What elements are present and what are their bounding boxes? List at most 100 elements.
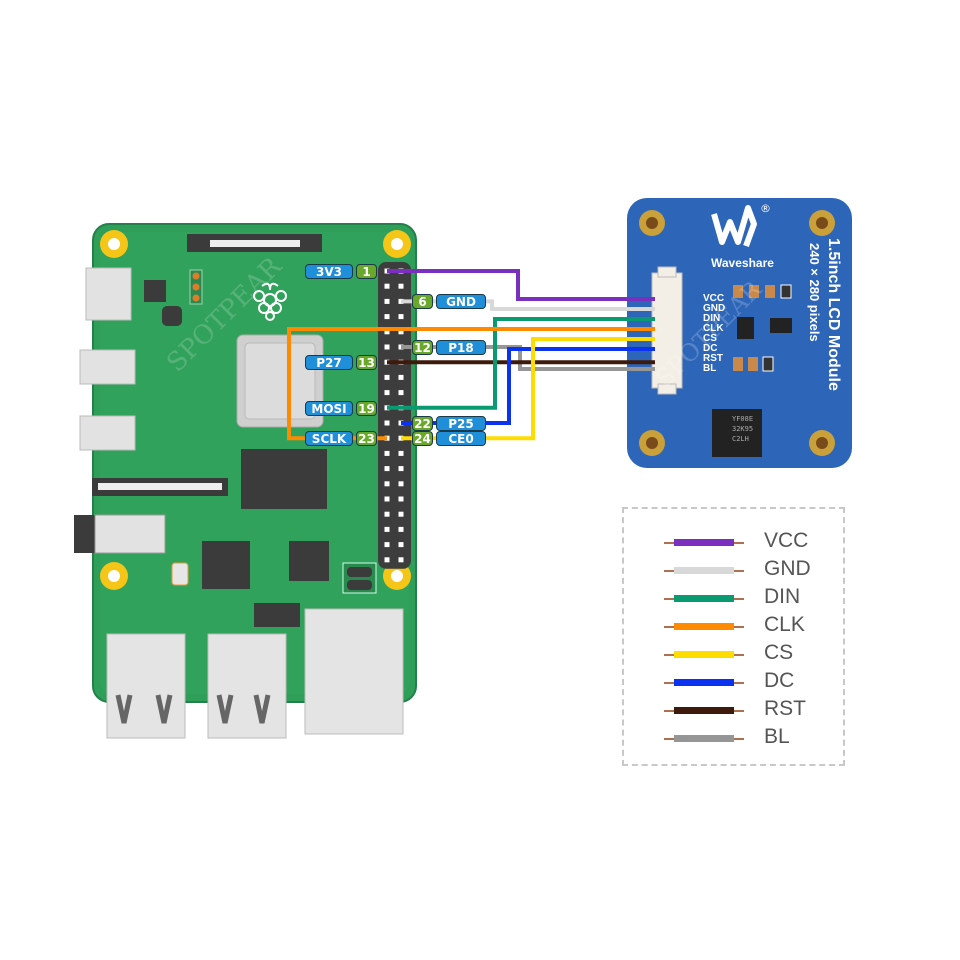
lcd-brand: Waveshare <box>711 256 774 270</box>
legend-swatch <box>674 539 734 546</box>
mounting-hole <box>639 210 665 236</box>
mounting-hole <box>100 230 128 258</box>
lcd-resolution: 240 × 280 pixels <box>807 243 822 342</box>
pin-name-label: MOSI <box>305 400 353 416</box>
pin-number-label: 19 <box>356 400 377 416</box>
lcd-title: 1.5inch LCD Module <box>825 238 842 391</box>
ram-chip <box>241 449 327 509</box>
gpio-pin <box>384 329 390 335</box>
mounting-hole <box>809 430 835 456</box>
wire-color-legend: VCC GND DIN CLK CS DC RST BL <box>622 507 845 766</box>
gpio-pin <box>384 283 390 289</box>
driver-chip <box>712 409 762 457</box>
waveshare-logo-icon <box>711 205 757 248</box>
lcd-pin-label: CLK <box>703 323 724 334</box>
legend-label: CS <box>764 641 794 664</box>
gpio-pin <box>398 542 404 548</box>
gpio-pin <box>384 511 390 517</box>
legend-swatch <box>674 707 734 714</box>
pin-name-label: P18 <box>436 340 486 355</box>
gpio-header-body <box>378 262 411 569</box>
pin-number-label: 23 <box>356 431 377 447</box>
gpio-pin <box>398 390 404 396</box>
pin-name-label: SCLK <box>305 431 353 447</box>
pin-number-label: 24 <box>412 431 433 447</box>
gpio-pin <box>398 374 404 380</box>
mounting-hole <box>809 210 835 236</box>
gpio-pin <box>398 466 404 472</box>
gpio-pin <box>384 496 390 502</box>
micro-hdmi-port <box>79 415 136 451</box>
legend-label: VCC <box>764 529 809 552</box>
pin-number-label: 1 <box>356 264 377 279</box>
mounting-hole <box>383 562 411 590</box>
chip-marking-line: C2LH <box>732 435 749 443</box>
usb-port <box>106 633 186 739</box>
gpio-pin <box>384 374 390 380</box>
gpio-header <box>378 262 411 569</box>
legend-label: DIN <box>764 585 801 608</box>
wire-dc <box>401 347 655 425</box>
legend-swatch <box>674 623 734 630</box>
gpio-pin <box>398 496 404 502</box>
lcd-pin-label: DC <box>703 343 718 354</box>
legend-swatch <box>674 567 734 574</box>
chip-marking-line: 32K95 <box>732 425 754 433</box>
gpio-pin <box>398 526 404 532</box>
legend-label: GND <box>764 557 811 580</box>
legend-swatch <box>674 735 734 742</box>
gpio-pin <box>384 526 390 532</box>
lcd-pin-label: RST <box>703 353 723 364</box>
gpio-pin <box>398 557 404 563</box>
pin-number-label: 6 <box>412 294 433 310</box>
wire-din <box>387 317 655 410</box>
lcd-pin-label: BL <box>703 363 717 374</box>
gpio-pin <box>398 511 404 517</box>
gpio-pin <box>398 329 404 335</box>
gpio-pin <box>398 314 404 320</box>
chip-marking-line: YF08E <box>732 415 754 423</box>
usb-c-port <box>85 267 132 321</box>
legend-swatch <box>674 679 734 686</box>
lcd-pin-label: DIN <box>703 313 721 324</box>
legend-label: BL <box>764 725 790 748</box>
gpio-pin <box>398 283 404 289</box>
gpio-pin <box>398 481 404 487</box>
mounting-hole <box>639 430 665 456</box>
raspberry-logo-icon <box>253 282 287 321</box>
gpio-pin <box>384 542 390 548</box>
micro-hdmi-port <box>79 349 136 385</box>
gpio-pin <box>384 344 390 350</box>
pin-name-label: CE0 <box>436 431 486 447</box>
lcd-pin-label: VCC <box>703 293 725 304</box>
gpio-pin <box>384 314 390 320</box>
legend-swatch <box>674 651 734 658</box>
mounting-hole <box>100 562 128 590</box>
gpio-pin <box>384 420 390 426</box>
pin-name-label: GND <box>436 294 486 310</box>
legend-swatch <box>674 595 734 602</box>
gpio-pin <box>384 298 390 304</box>
chip-marking: YF08E 32K95 C2LH <box>732 414 753 444</box>
pin-name-label: 3V3 <box>305 264 353 279</box>
mounting-hole <box>383 230 411 258</box>
gpio-pin <box>384 450 390 456</box>
ethernet-port <box>304 608 404 735</box>
pin-name-label: P25 <box>436 416 486 431</box>
legend-label: RST <box>764 697 806 720</box>
pin-number-label: 22 <box>412 416 433 431</box>
gpio-pin <box>384 481 390 487</box>
raspberry-pi-board <box>74 223 417 739</box>
lcd-pin-label: CS <box>703 333 717 344</box>
gpio-pin <box>384 390 390 396</box>
gpio-pin <box>398 450 404 456</box>
wire-vcc <box>387 269 655 301</box>
gpio-pin <box>384 466 390 472</box>
legend-label: DC <box>764 669 795 692</box>
pin-number-label: 12 <box>412 340 433 355</box>
pin-number-label: 13 <box>356 355 377 371</box>
legend-label: CLK <box>764 613 805 636</box>
pin-name-label: P27 <box>305 355 353 371</box>
lcd-module-board <box>627 198 852 468</box>
